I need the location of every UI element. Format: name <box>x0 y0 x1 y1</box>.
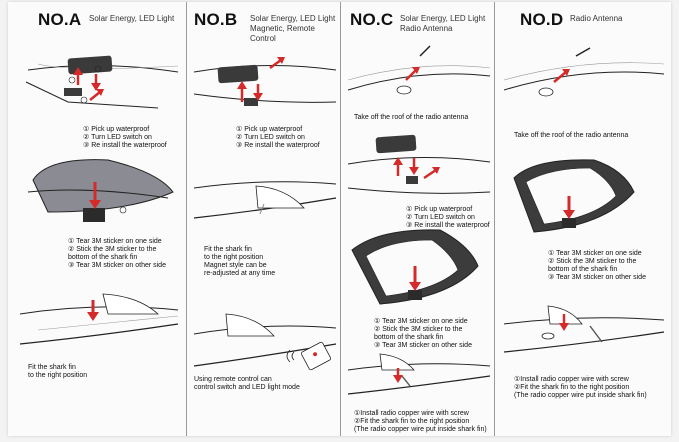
panel-b-step2-illustration <box>186 174 340 234</box>
panel-b-step3-illustration <box>186 292 340 372</box>
waterproof-cap <box>67 55 112 74</box>
panel-c: NO.C Solar Energy, LED Light Radio Anten… <box>340 2 495 436</box>
panel-a-title: NO.A <box>38 10 81 30</box>
panel-d-desc: Radio Antenna <box>570 14 623 24</box>
panel-a-step2-illustration <box>8 152 186 232</box>
waterproof-cap <box>375 135 416 154</box>
waterproof-cap <box>217 65 258 84</box>
panel-a-step3-illustration <box>8 284 186 364</box>
antenna-base <box>397 86 411 94</box>
panel-a-desc: Solar Energy, LED Light <box>89 14 174 24</box>
panel-c-step1-illustration <box>340 42 494 106</box>
panel-c-step2-illustration <box>340 120 494 200</box>
antenna-base <box>542 333 554 339</box>
instruction-sheet: NO.A Solar Energy, LED Light ① Pick up w… <box>8 2 671 436</box>
3m-sticker-shape <box>33 160 173 212</box>
panel-d-step1-illustration <box>494 42 671 112</box>
panel-b-desc: Solar Energy, LED Light Magnetic, Remote… <box>250 14 340 44</box>
radio-antenna-rod <box>420 46 430 56</box>
panel-b: NO.B Solar Energy, LED Light Magnetic, R… <box>186 2 341 436</box>
panel-a-step1-illustration <box>8 42 186 122</box>
shark-fin-outline <box>103 294 158 314</box>
panel-d-header: NO.D Radio Antenna <box>520 10 671 42</box>
panel-d-step2-illustration <box>494 156 671 238</box>
panel-c-step3-illustration <box>340 226 494 306</box>
panel-c-desc: Solar Energy, LED Light Radio Antenna <box>400 14 485 34</box>
radio-antenna-rod <box>576 48 590 56</box>
panel-d: NO.D Radio Antenna Take off the roof of … <box>494 2 671 436</box>
led-switch <box>406 176 418 184</box>
panel-d-step3-illustration <box>494 296 671 360</box>
panel-a: NO.A Solar Energy, LED Light ① Pick up w… <box>8 2 187 436</box>
screw-icon <box>402 376 410 386</box>
panel-c-header: NO.C Solar Energy, LED Light Radio Anten… <box>350 10 494 42</box>
panel-b-header: NO.B Solar Energy, LED Light Magnetic, R… <box>194 10 340 42</box>
led-switch <box>244 98 258 106</box>
shark-fin-outline <box>380 354 414 370</box>
fin-base <box>83 208 105 222</box>
led-switch <box>64 88 82 96</box>
panel-b-title: NO.B <box>194 10 237 30</box>
fin-base <box>562 218 576 228</box>
panel-c-step4-illustration <box>340 346 494 396</box>
panel-a-header: NO.A Solar Energy, LED Light <box>38 10 186 42</box>
panel-b-step1-illustration <box>186 42 340 122</box>
fin-base <box>408 290 422 300</box>
panel-d-step1-text: Take off the roof of the radio antenna <box>514 124 628 148</box>
panel-d-title: NO.D <box>520 10 563 30</box>
antenna-base <box>539 88 553 96</box>
shark-fin-outline <box>226 314 274 336</box>
screw-icon <box>590 326 602 342</box>
panel-c-title: NO.C <box>350 10 393 30</box>
